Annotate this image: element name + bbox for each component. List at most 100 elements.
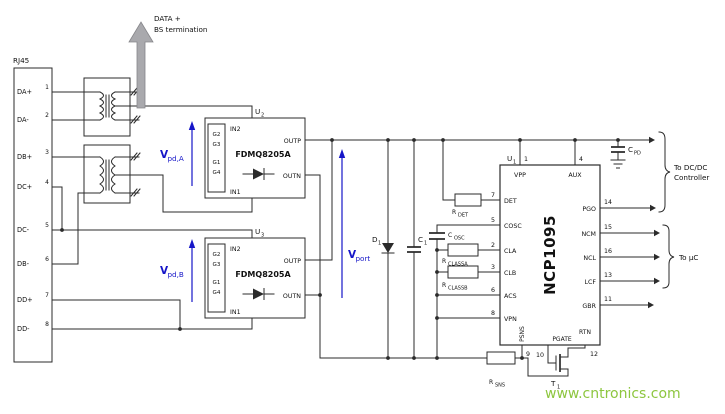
label-rclassb: R	[442, 282, 446, 289]
arrow-right-icon	[654, 277, 660, 285]
ref-t1-sub: 1	[557, 385, 560, 391]
vpn-vertical	[304, 174, 321, 359]
pin-num-aux: 4	[579, 156, 583, 163]
label-vpda: V	[160, 149, 169, 161]
outp-u3-join	[304, 139, 333, 261]
pin-num-cla: 2	[491, 242, 495, 249]
rj45-connector: RJ45 DA+ DA- DB+ DC+ DC- DB- DD+ DD- 1 2…	[13, 56, 253, 363]
bridge-u2: G2 G3 G1 G4 FDMQ8205A IN2 OUTP OUTN IN1 …	[204, 107, 306, 199]
resistor-rclassa	[447, 243, 479, 257]
label-vpdb-sub: pd,B	[168, 270, 184, 279]
bridge-part-number: FDMQ8205A	[235, 270, 291, 279]
brace-dcdc	[658, 131, 671, 213]
ref-u2-sub: 2	[261, 113, 264, 119]
ref-c1: C	[418, 235, 423, 244]
pin-num-pgate: 10	[536, 352, 544, 359]
arrow-right-icon	[654, 229, 660, 237]
diode-icon	[382, 243, 394, 253]
pgate-stub	[547, 344, 557, 364]
pin-in2: IN2	[230, 246, 241, 253]
pin-g3: G3	[213, 142, 221, 148]
ground-icon	[610, 159, 626, 169]
rj45-pin-num: 4	[45, 179, 49, 186]
pin-g2: G2	[213, 132, 221, 138]
ref-u2: U	[255, 107, 260, 116]
transformer-1-body	[83, 77, 131, 137]
rj45-pin-name: DD-	[17, 325, 30, 333]
pin-num-vpn: 8	[491, 310, 495, 317]
rj45-pin-name: DC+	[17, 183, 32, 191]
ref-d1-sub: 1	[378, 241, 381, 247]
rj45-pin-name: DD+	[17, 296, 33, 304]
pin-aux: AUX	[568, 172, 582, 179]
center-tap-wire	[114, 174, 253, 213]
wire-dc-plus	[51, 186, 63, 231]
watermark: www.cntronics.com	[545, 386, 681, 402]
pin-num-ncm: 15	[604, 224, 612, 231]
pin-num-vpp: 1	[524, 156, 528, 163]
capacitor-cpd: C PD	[610, 139, 641, 169]
ref-u3: U	[255, 227, 260, 236]
pin-ncl: NCL	[583, 255, 596, 262]
rj45-pin-name: DA-	[17, 116, 29, 124]
arrow-right-icon	[648, 301, 654, 309]
pin-g4: G4	[213, 170, 221, 176]
arrow-right-icon	[649, 136, 655, 144]
label-vpdb: V	[160, 265, 169, 277]
diode-icon	[253, 288, 264, 300]
pin-outp: OUTP	[284, 258, 301, 265]
pin-cla: CLA	[504, 248, 517, 255]
capacitor-c1: C 1	[407, 139, 427, 359]
pin-cosc: COSC	[504, 223, 522, 230]
transformer-2	[83, 144, 253, 213]
cut-mark	[130, 115, 141, 124]
gate-pin-block	[207, 123, 226, 193]
primary-winding	[98, 91, 104, 121]
pin-in2: IN2	[230, 126, 241, 133]
capacitor-icon	[611, 146, 625, 153]
gate-pin-block	[207, 243, 226, 313]
pin-rtn: RTN	[579, 329, 591, 336]
ref-d1: D	[372, 235, 378, 244]
up-arrow-icon	[128, 21, 154, 109]
arrow-up-icon	[188, 239, 196, 248]
rj45-pin-name: DA+	[17, 88, 32, 96]
rj45-pin-num: 1	[45, 84, 49, 91]
center-tap-wire	[114, 105, 253, 119]
ref-t1: T	[550, 379, 556, 388]
ref-c1-sub: 1	[424, 241, 427, 247]
pin-outn: OUTN	[283, 293, 301, 300]
pin-vpn: VPN	[504, 316, 517, 323]
pin-acs: ACS	[504, 293, 517, 300]
to-dcdc-line1: To DC/DC	[673, 163, 707, 172]
capacitor-cosc-icon	[429, 232, 445, 240]
label-vpda-sub: pd,A	[168, 154, 184, 163]
wire-dd-minus	[51, 317, 253, 330]
bridge-u3: G2 G3 G1 G4 FDMQ8205A IN2 OUTP OUTN IN1 …	[204, 227, 306, 319]
pin-num-pgo: 14	[604, 199, 612, 206]
data-termination-note: DATA + BS termination	[128, 14, 207, 109]
pin-num-lcf: 13	[604, 272, 612, 279]
pin-num-ncl: 16	[604, 248, 612, 255]
pin-gbr: GBR	[582, 303, 596, 310]
pin-outn: OUTN	[283, 173, 301, 180]
label-cosc-sub: OSC	[454, 236, 465, 242]
power-rails	[304, 139, 650, 377]
label-rdet-sub: DET	[458, 213, 469, 219]
rj45-pin-num: 8	[45, 321, 49, 328]
rj45-pin-name: DB-	[17, 260, 30, 268]
bottom-rail-right	[514, 357, 569, 377]
pin-clb: CLB	[504, 270, 516, 277]
pin-num-cosc: 5	[491, 217, 495, 224]
arrow-up-icon	[188, 121, 196, 130]
pin-pgo: PGO	[582, 206, 596, 213]
pin-det: DET	[504, 198, 517, 205]
detection-class-network: R DET C OSC R CLASSA R CLASSB	[429, 139, 501, 359]
rj45-pin-num: 7	[45, 292, 49, 299]
rj45-pin-num: 5	[45, 222, 49, 229]
pin-num-rtn: 12	[590, 351, 598, 358]
pin-lcf: LCF	[584, 279, 596, 286]
pin-g2: G2	[213, 252, 221, 258]
